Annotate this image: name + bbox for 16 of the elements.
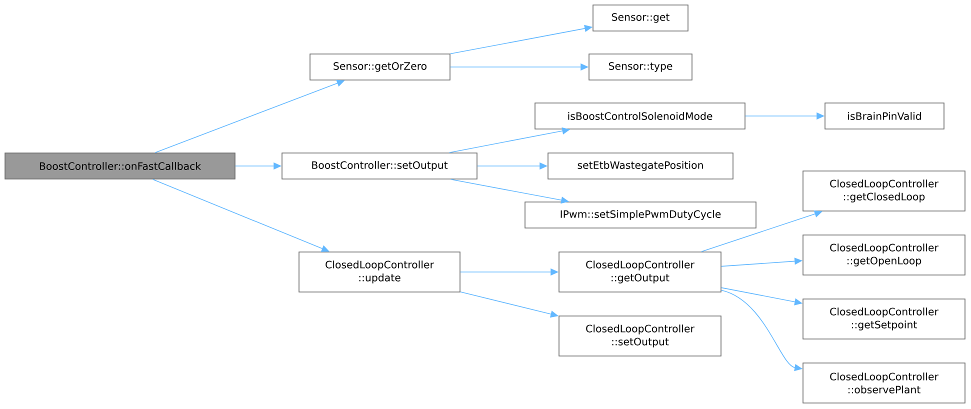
function-box: ClosedLoopController ::getOpenLoop bbox=[802, 234, 966, 276]
function-box: Sensor::get bbox=[592, 4, 688, 32]
function-box: ClosedLoopController ::update bbox=[298, 252, 460, 292]
function-box: setEtbWastegatePosition bbox=[548, 152, 734, 180]
function-box: ClosedLoopController ::getSetpoint bbox=[802, 298, 966, 340]
function-box: isBrainPinValid bbox=[824, 102, 944, 130]
function-box: Sensor::getOrZero bbox=[310, 54, 450, 80]
function-box: ClosedLoopController ::getClosedLoop bbox=[802, 170, 966, 212]
function-box: ClosedLoopController ::getOutput bbox=[558, 252, 722, 292]
function-box: ClosedLoopController ::setOutput bbox=[558, 316, 722, 356]
function-box: IPwm::setSimplePwmDutyCycle bbox=[524, 202, 756, 228]
function-box: isBoostControlSolenoidMode bbox=[534, 102, 746, 130]
highlighted-function-box: BoostController::onFastCallback bbox=[4, 152, 236, 180]
function-box: ClosedLoopController ::observePlant bbox=[802, 362, 966, 404]
function-box: BoostController::setOutput bbox=[282, 152, 478, 180]
function-box: Sensor::type bbox=[588, 54, 692, 80]
